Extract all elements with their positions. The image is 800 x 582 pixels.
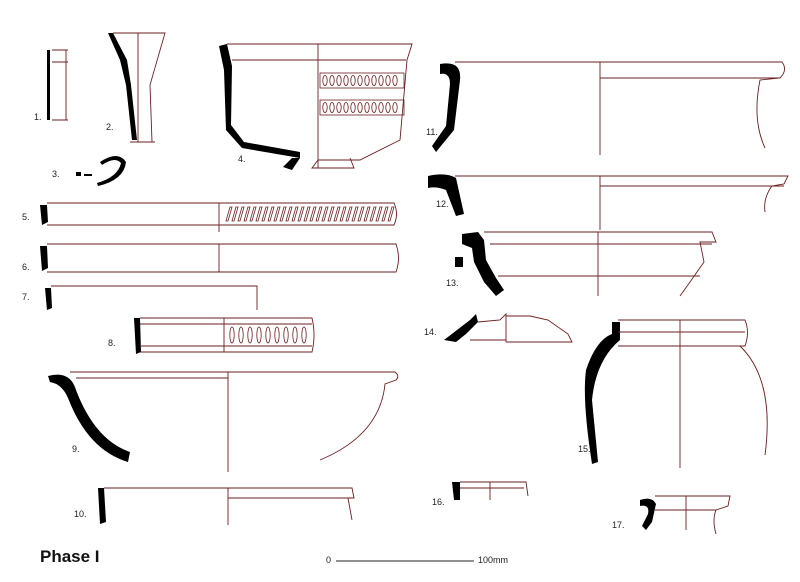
vessel-11-label: 11.	[426, 127, 438, 137]
decor-motif	[369, 206, 377, 222]
decor-motif	[385, 102, 391, 113]
vessel-8: 8.	[108, 317, 315, 354]
vessel-15-label: 15.	[578, 444, 591, 454]
vessel-9-label: 9.	[72, 444, 80, 454]
vessel-5-label: 5.	[22, 212, 30, 222]
decor-motif	[279, 206, 287, 222]
vessel-16-label: 16.	[432, 497, 445, 507]
decor-motif	[357, 102, 363, 113]
decor-motif	[381, 206, 389, 222]
decor-motif	[371, 75, 377, 86]
decor-motif	[303, 206, 311, 222]
vessel-6-label: 6.	[22, 262, 30, 272]
decor-motif	[378, 75, 384, 86]
decor-motif	[315, 206, 323, 222]
decor-motif	[322, 75, 328, 86]
decor-motif	[345, 206, 353, 222]
vessel-7-label: 7.	[22, 292, 30, 302]
phase-title: Phase I	[40, 547, 100, 566]
decor-motif	[267, 206, 275, 222]
decor-motif	[243, 206, 251, 222]
decor-motif	[387, 206, 395, 222]
scale-start-label: 0	[326, 555, 331, 565]
decor-motif	[364, 75, 370, 86]
decor-motif	[339, 206, 347, 222]
decor-motif	[350, 102, 356, 113]
decor-motif	[261, 206, 269, 222]
vessel-14: 14.	[424, 312, 573, 343]
vessel-13-label: 13.	[446, 278, 459, 288]
decor-motif	[322, 102, 328, 113]
vessel-17-label: 17.	[612, 520, 625, 530]
vessel-2: 2.	[106, 32, 166, 143]
scale-bar: 0 100mm	[326, 555, 508, 565]
decor-motif	[357, 75, 363, 86]
decor-motif	[231, 206, 239, 222]
vessel-3-label: 3.	[52, 169, 60, 179]
decor-motif	[237, 206, 245, 222]
decor-motif	[274, 326, 280, 344]
vessel-5: 5.	[22, 202, 397, 232]
decor-motif	[291, 206, 299, 222]
vessel-10-label: 10.	[74, 509, 87, 519]
decor-motif	[327, 206, 335, 222]
vessel-6: 6.	[22, 243, 399, 273]
decor-motif	[333, 206, 341, 222]
scale-end-label: 100mm	[478, 555, 508, 565]
vessel-15: 15.	[578, 319, 768, 468]
vessel-2-label: 2.	[106, 122, 114, 132]
decor-motif	[336, 75, 342, 86]
decor-motif	[375, 206, 383, 222]
decor-motif	[364, 102, 370, 113]
decor-motif	[297, 206, 305, 222]
vessel-7: 7.	[22, 285, 258, 310]
vessel-4: 4.	[219, 43, 413, 170]
vessel-12-label: 12.	[436, 199, 449, 209]
decor-motif	[357, 206, 365, 222]
decor-motif	[255, 206, 263, 222]
decor-motif	[371, 102, 377, 113]
vessel-4-label: 4.	[238, 154, 246, 164]
vessel-1: 1.	[34, 49, 68, 122]
vessel-8-label: 8.	[108, 338, 116, 348]
decor-motif	[273, 206, 281, 222]
decor-motif	[392, 75, 398, 86]
decor-motif	[378, 102, 384, 113]
decor-motif	[329, 75, 335, 86]
decor-motif	[343, 102, 349, 113]
decor-motif	[321, 206, 329, 222]
decor-motif	[283, 326, 289, 344]
decor-motif	[229, 326, 235, 344]
decor-motif	[256, 326, 262, 344]
decor-motif	[392, 102, 398, 113]
decor-motif	[265, 326, 271, 344]
decor-motif	[247, 326, 253, 344]
decor-motif	[309, 206, 317, 222]
decor-motif	[336, 102, 342, 113]
decor-motif	[343, 75, 349, 86]
decor-motif	[363, 206, 371, 222]
vessel-13: 13.	[446, 231, 717, 297]
vessel-3: 3.	[52, 156, 126, 186]
vessel-14-label: 14.	[424, 327, 437, 337]
decor-motif	[351, 206, 359, 222]
vessel-11: 11.	[426, 61, 785, 155]
decor-motif	[238, 326, 244, 344]
vessel-17: 17.	[612, 495, 731, 535]
vessel-10: 10.	[74, 487, 355, 525]
decor-motif	[249, 206, 257, 222]
decor-motif	[329, 102, 335, 113]
vessel-16: 16.	[432, 481, 529, 507]
decor-motif	[301, 326, 307, 344]
decor-motif	[285, 206, 293, 222]
decor-motif	[292, 326, 298, 344]
vessel-1-label: 1.	[34, 112, 42, 122]
decor-motif	[350, 75, 356, 86]
vessel-12: 12.	[428, 174, 789, 230]
vessel-9: 9.	[48, 371, 399, 472]
decor-motif	[225, 206, 233, 222]
decor-motif	[385, 75, 391, 86]
